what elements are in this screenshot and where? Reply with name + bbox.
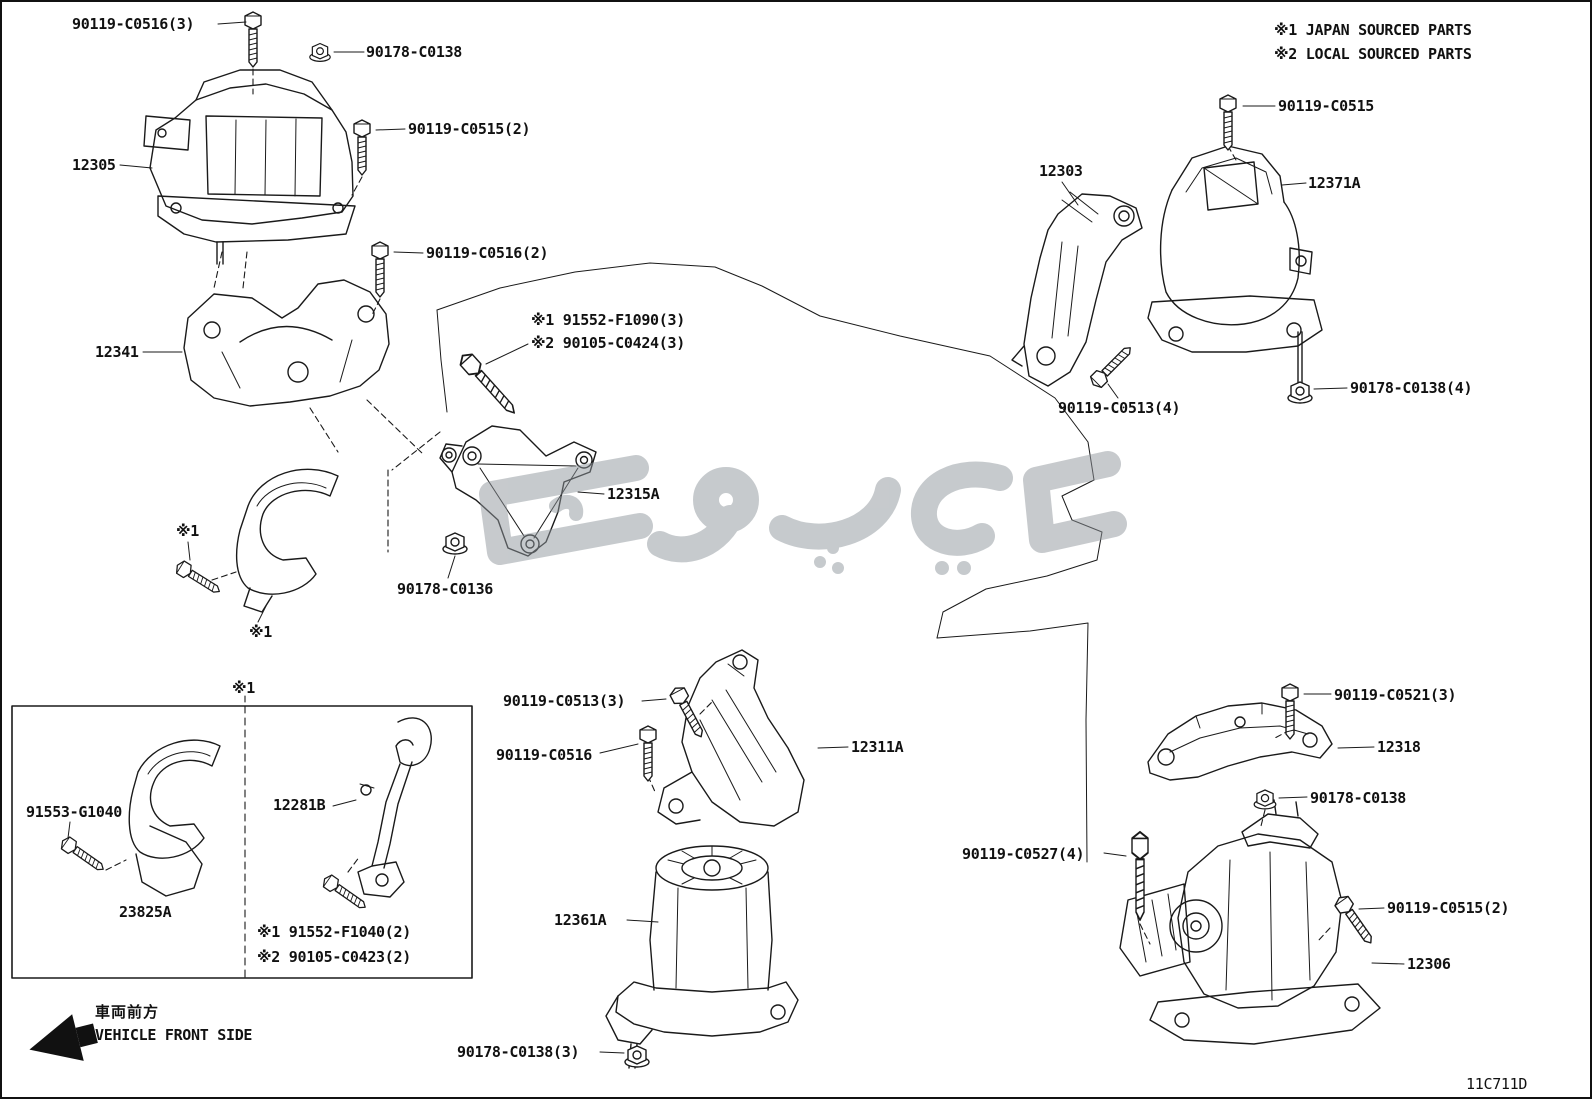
ref-label-star1-box: ※1	[232, 679, 256, 697]
part-drawing-12311a	[657, 649, 805, 827]
drawing-code: 11C711D	[1466, 1075, 1528, 1093]
bolt-icon	[57, 834, 108, 876]
fastener-label-90178-c0138-4: 90178-C0138(4)	[1350, 379, 1473, 397]
part-label-12315a: 12315A	[607, 485, 660, 503]
fastener-label-90119-c0521-3: 90119-C0521(3)	[1334, 686, 1457, 704]
front-arrow-icon	[29, 1014, 98, 1061]
part-label-12305: 12305	[72, 156, 116, 174]
part-drawing-12306	[1119, 799, 1381, 1045]
part-drawing-star1-bracket	[235, 468, 339, 613]
fastener-label-90119-c0515-2-br: 90119-C0515(2)	[1387, 899, 1510, 917]
part-label-12341: 12341	[95, 343, 139, 361]
nut-icon	[309, 42, 331, 62]
legend-local-sourced: ※2 LOCAL SOURCED PARTS	[1274, 45, 1472, 63]
leader-lines	[67, 21, 1405, 1054]
bolt-icon	[319, 872, 370, 914]
part-drawing-12318	[1147, 702, 1333, 781]
engine-outline	[436, 262, 1103, 863]
part-label-12281b: 12281B	[273, 796, 326, 814]
nut-icon	[442, 532, 468, 555]
fastener-label-90119-c0516-3: 90119-C0516(3)	[72, 15, 195, 33]
box-note-90105-c0423: ※2 90105-C0423(2)	[257, 948, 411, 966]
part-label-12371a: 12371A	[1308, 174, 1361, 192]
ref-label-star1-bolt: ※1	[176, 522, 200, 540]
fastener-label-90119-c0513-3: 90119-C0513(3)	[503, 692, 626, 710]
fastener-label-90105-c0424: ※2 90105-C0424(3)	[531, 334, 685, 352]
fastener-label-91553-g1040: 91553-G1040	[26, 803, 123, 821]
fastener-label-90119-c0516: 90119-C0516	[496, 746, 593, 764]
bolt-icon	[639, 725, 657, 782]
bolt-icon	[455, 349, 521, 420]
fastener-label-90178-c0138-3: 90178-C0138(3)	[457, 1043, 580, 1061]
fastener-label-90119-c0513-4: 90119-C0513(4)	[1058, 399, 1181, 417]
part-label-12311a: 12311A	[851, 738, 904, 756]
bolt-icon	[1087, 341, 1137, 391]
part-label-12303: 12303	[1039, 162, 1083, 180]
bolt-icon	[1130, 830, 1150, 922]
nut-icon	[624, 1045, 650, 1068]
part-drawing-12305	[143, 69, 356, 265]
fastener-label-90178-c0136: 90178-C0136	[397, 580, 494, 598]
fastener-label-90178-c0138-br: 90178-C0138	[1310, 789, 1407, 807]
part-label-12318: 12318	[1377, 738, 1421, 756]
part-drawing-12341	[183, 279, 390, 407]
bolt-icon	[1219, 94, 1237, 151]
part-label-12361a: 12361A	[554, 911, 607, 929]
part-label-23825a: 23825A	[119, 903, 172, 921]
bolt-icon	[244, 11, 262, 68]
nut-icon	[1253, 789, 1277, 810]
bolt-icon	[371, 241, 389, 298]
fastener-label-90119-c0527-4: 90119-C0527(4)	[962, 845, 1085, 863]
watermark-logo	[479, 451, 1127, 575]
inset-box	[11, 705, 473, 979]
nut-icon	[1287, 381, 1313, 404]
part-label-12306: 12306	[1407, 955, 1451, 973]
fastener-label-90119-c0516-2: 90119-C0516(2)	[426, 244, 549, 262]
fastener-label-91552-f1090: ※1 91552-F1090(3)	[531, 311, 685, 329]
box-note-91552-f1040: ※1 91552-F1040(2)	[257, 923, 411, 941]
part-drawing-12281b	[357, 717, 432, 898]
part-drawing-12303	[1011, 191, 1143, 387]
vehicle-front-label-en: VEHICLE FRONT SIDE	[95, 1026, 253, 1044]
construction-lines	[105, 68, 1331, 945]
fastener-label-90178-c0138-top: 90178-C0138	[366, 43, 463, 61]
bolt-icon	[353, 119, 371, 176]
fastener-label-90119-c0515: 90119-C0515	[1278, 97, 1375, 115]
fastener-label-90119-c0515-2: 90119-C0515(2)	[408, 120, 531, 138]
part-drawing-23825a	[128, 739, 221, 897]
ref-label-star1-bracket: ※1	[249, 623, 273, 641]
legend-japan-sourced: ※1 JAPAN SOURCED PARTS	[1274, 21, 1472, 39]
part-drawing-12371a	[1147, 145, 1323, 385]
part-drawing-12361a	[605, 845, 799, 1069]
vehicle-front-label-jp: 車両前方	[95, 1003, 160, 1021]
